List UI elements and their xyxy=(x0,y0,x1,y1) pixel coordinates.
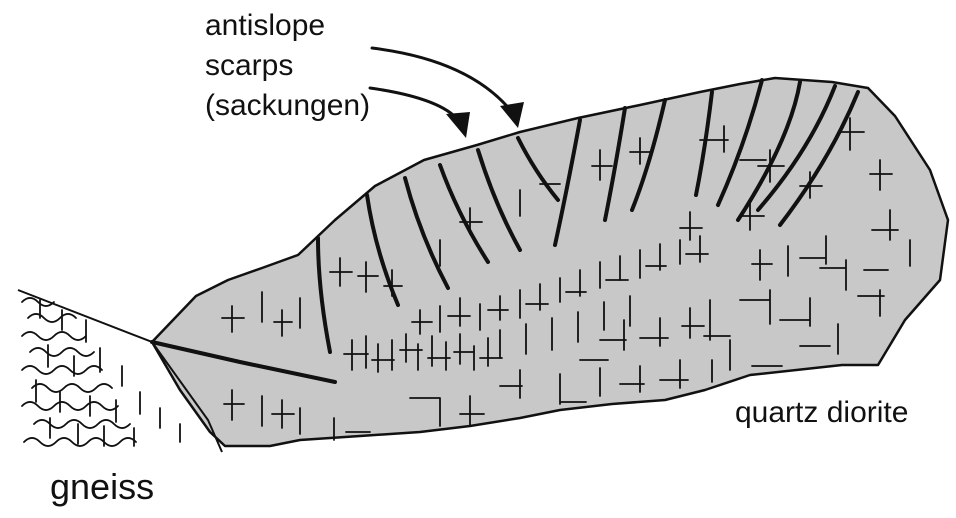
scarps-label-line3: (sackungen) xyxy=(205,86,370,126)
scarps-label: antislope scarps (sackungen) xyxy=(205,6,370,126)
pointer-arrows xyxy=(370,48,512,120)
arrow-head-left xyxy=(446,112,470,138)
scarps-label-line1: antislope xyxy=(205,6,370,46)
scarps-label-line2: scarps xyxy=(205,46,370,86)
quartz-diorite-mass xyxy=(152,78,948,446)
gneiss-label: gneiss xyxy=(50,466,154,508)
arrow-head-right xyxy=(500,102,524,128)
quartz-diorite-label: quartz diorite xyxy=(735,395,908,431)
gneiss-texture xyxy=(22,298,180,446)
